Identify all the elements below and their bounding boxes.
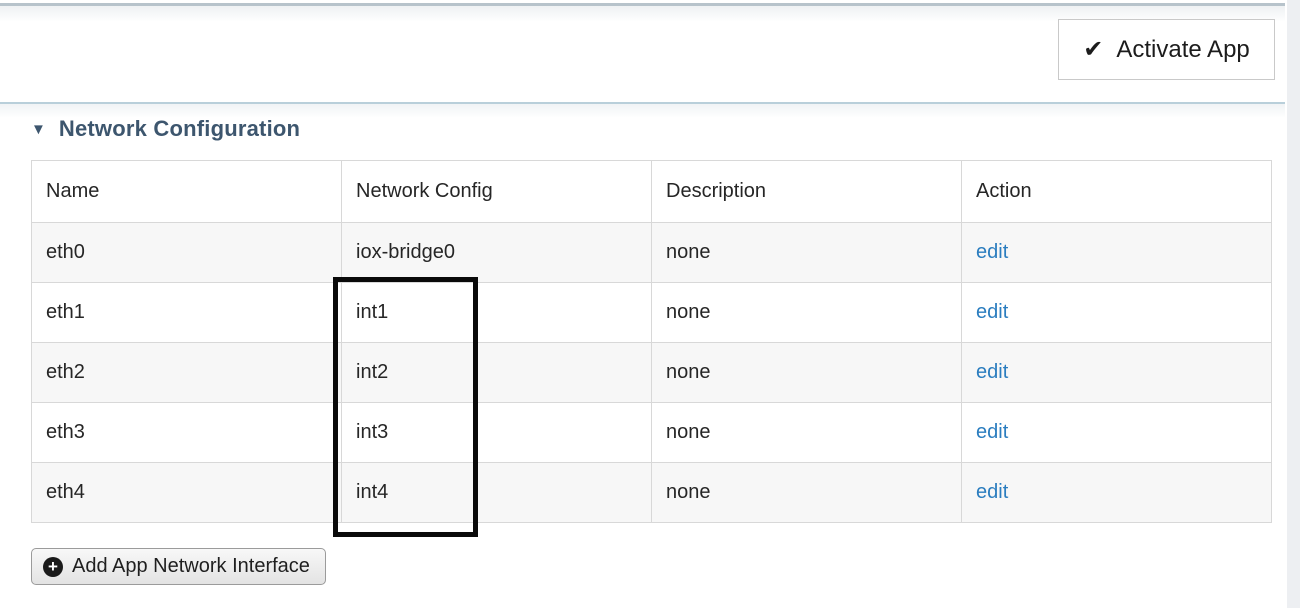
cell-network-config: iox-bridge0 xyxy=(341,222,652,283)
plus-circle-icon: + xyxy=(43,556,63,577)
cell-action: edit xyxy=(961,402,1272,463)
top-border-fade xyxy=(0,6,1285,22)
activate-app-button[interactable]: ✔ Activate App xyxy=(1058,19,1275,80)
edit-link[interactable]: edit xyxy=(976,481,1009,503)
table-row: eth3 int3 none edit xyxy=(31,402,1272,463)
check-icon: ✔ xyxy=(1083,35,1104,63)
cell-action: edit xyxy=(961,342,1272,403)
cell-description: none xyxy=(651,342,962,403)
cell-action: edit xyxy=(961,282,1272,343)
activate-app-button-label: Activate App xyxy=(1116,35,1250,63)
cell-description: none xyxy=(651,462,962,523)
table-row: eth4 int4 none edit xyxy=(31,462,1272,523)
edit-link[interactable]: edit xyxy=(976,421,1009,443)
cell-action: edit xyxy=(961,462,1272,523)
caret-down-icon[interactable]: ▼ xyxy=(31,120,46,138)
cell-network-config: int1 xyxy=(341,282,652,343)
section-divider-line xyxy=(0,102,1285,104)
column-header-description: Description xyxy=(651,160,962,223)
scrollbar-track[interactable] xyxy=(1287,0,1300,608)
table-header-row: Name Network Config Description Action xyxy=(31,160,1272,223)
cell-description: none xyxy=(651,222,962,283)
column-header-name: Name xyxy=(31,160,342,223)
network-configuration-section-toggle[interactable]: ▼ Network Configuration xyxy=(31,116,300,142)
cell-network-config: int2 xyxy=(341,342,652,403)
cell-name: eth4 xyxy=(31,462,342,523)
section-divider-fade xyxy=(0,104,1285,118)
edit-link[interactable]: edit xyxy=(976,301,1009,323)
add-app-network-interface-button[interactable]: + Add App Network Interface xyxy=(31,548,326,585)
network-configuration-table: Name Network Config Description Action e… xyxy=(31,160,1272,523)
table-row: eth2 int2 none edit xyxy=(31,342,1272,403)
edit-link[interactable]: edit xyxy=(976,241,1009,263)
cell-name: eth0 xyxy=(31,222,342,283)
cell-name: eth3 xyxy=(31,402,342,463)
cell-name: eth2 xyxy=(31,342,342,403)
cell-network-config: int4 xyxy=(341,462,652,523)
top-border-line xyxy=(0,3,1285,6)
cell-network-config: int3 xyxy=(341,402,652,463)
column-header-network-config: Network Config xyxy=(341,160,652,223)
section-title: Network Configuration xyxy=(58,116,301,141)
cell-description: none xyxy=(651,402,962,463)
cell-action: edit xyxy=(961,222,1272,283)
cell-name: eth1 xyxy=(31,282,342,343)
table-row: eth0 iox-bridge0 none edit xyxy=(31,222,1272,283)
table-row: eth1 int1 none edit xyxy=(31,282,1272,343)
cell-description: none xyxy=(651,282,962,343)
add-button-label: Add App Network Interface xyxy=(72,555,310,577)
column-header-action: Action xyxy=(961,160,1272,223)
edit-link[interactable]: edit xyxy=(976,361,1009,383)
